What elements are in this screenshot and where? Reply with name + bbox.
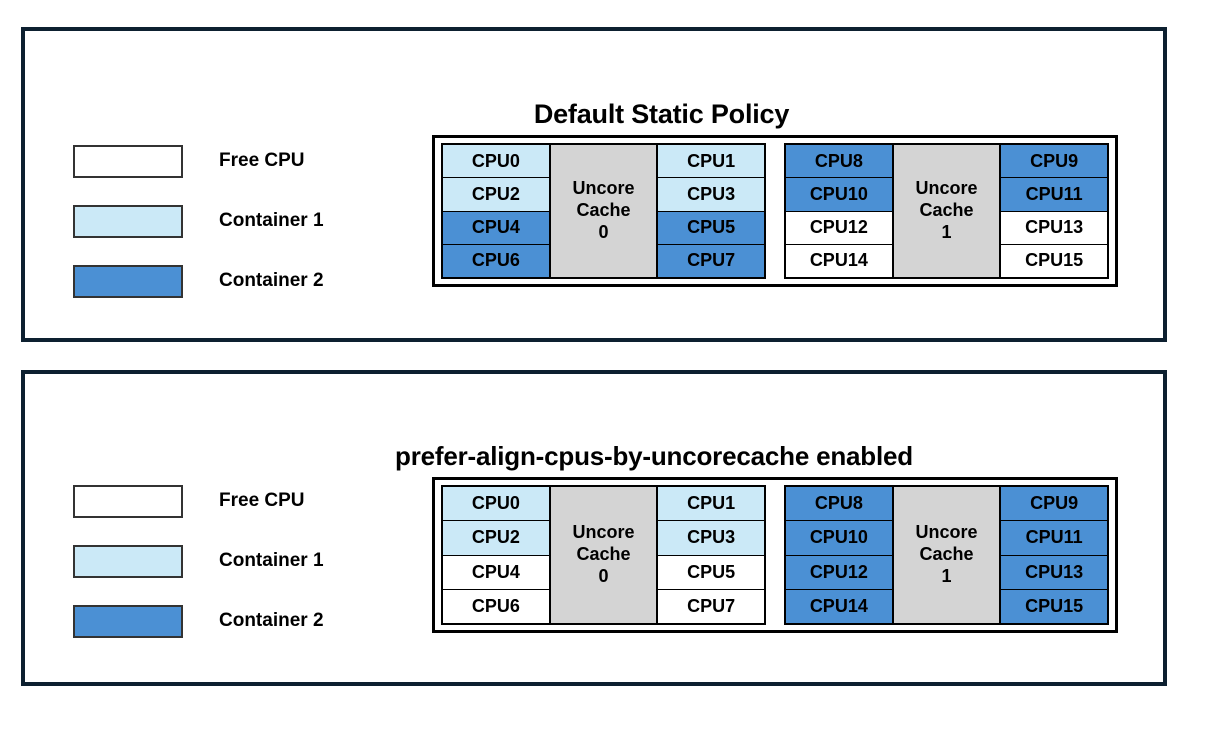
cpu-cell: CPU4: [443, 555, 549, 590]
uncore-cache-label: 1: [941, 565, 952, 586]
cpu-cell: CPU5: [658, 555, 765, 590]
cpu-cell: CPU1: [658, 145, 765, 179]
cpu-cell: CPU6: [443, 589, 549, 623]
legend-label-container-2: Container 2: [219, 270, 324, 291]
cpu-cell: CPU15: [1001, 589, 1108, 623]
legend: Free CPU Container 1 Container 2: [73, 131, 324, 311]
uncore-cache-label: Cache: [919, 200, 974, 221]
uncore-cache-label: Uncore: [915, 178, 978, 199]
uncore-cache-label: 1: [941, 221, 952, 242]
cpu-cell: CPU6: [443, 244, 549, 277]
legend-item: Container 2: [73, 251, 324, 311]
cpu-cell: CPU11: [1001, 521, 1108, 556]
cpu-cell: CPU8: [786, 487, 892, 522]
uncore-cache-label: Uncore: [572, 522, 635, 543]
cpu-cell: CPU4: [443, 211, 549, 245]
legend: Free CPU Container 1 Container 2: [73, 471, 324, 651]
uncore-cache-label: 0: [598, 565, 609, 586]
policy-panel-uncorecache: prefer-align-cpus-by-uncorecache enabled…: [21, 370, 1167, 686]
cpu-cell: CPU10: [786, 178, 892, 212]
uncore-cache-label: Cache: [576, 200, 631, 221]
legend-label-free-cpu: Free CPU: [219, 490, 305, 511]
cpu-cell: CPU3: [658, 178, 765, 212]
legend-label-container-1: Container 1: [219, 210, 324, 231]
legend-label-free-cpu: Free CPU: [219, 150, 305, 171]
policy-panel-default: Default Static Policy Free CPU Container…: [21, 27, 1167, 342]
page-title: prefer-align-cpus-by-uncorecache enabled: [395, 440, 913, 471]
cpu-cell: CPU13: [1001, 211, 1108, 245]
legend-label-container-2: Container 2: [219, 610, 324, 631]
uncore-cache-label: Cache: [919, 544, 974, 565]
uncore-cache-label: Uncore: [915, 522, 978, 543]
legend-swatch-container-1: [73, 204, 183, 238]
cpu-cell: CPU12: [786, 555, 892, 590]
uncore-cache-label: Cache: [576, 544, 631, 565]
cpu-cell: CPU2: [443, 521, 549, 556]
cpu-cell: CPU9: [1001, 145, 1108, 179]
legend-swatch-free-cpu: [73, 484, 183, 518]
uncore-cache-label: Uncore: [572, 178, 635, 199]
page-title: Default Static Policy: [533, 99, 790, 130]
cpu-cell: CPU15: [1001, 244, 1108, 277]
socket-gap: [766, 143, 784, 279]
cpu-cell: CPU0: [443, 487, 549, 522]
cpu-cell: CPU11: [1001, 178, 1108, 212]
legend-swatch-container-2: [73, 604, 183, 638]
cpu-cell: CPU7: [658, 589, 765, 623]
cpu-cell: CPU13: [1001, 555, 1108, 590]
legend-label-container-1: Container 1: [219, 550, 324, 571]
cpu-cell: CPU3: [658, 521, 765, 556]
legend-item: Free CPU: [73, 471, 324, 531]
cpu-cell: CPU12: [786, 211, 892, 245]
uncore-cache-label: 0: [598, 221, 609, 242]
cpu-cell: CPU5: [658, 211, 765, 245]
socket-gap: [766, 485, 784, 625]
legend-swatch-container-2: [73, 264, 183, 298]
cpu-cell: CPU7: [658, 244, 765, 277]
cpu-cell: CPU10: [786, 521, 892, 556]
cpu-cell: CPU14: [786, 589, 892, 623]
cpu-cell: CPU8: [786, 145, 892, 179]
legend-item: Free CPU: [73, 131, 324, 191]
legend-item: Container 1: [73, 531, 324, 591]
legend-item: Container 2: [73, 591, 324, 651]
cpu-cell: CPU9: [1001, 487, 1108, 522]
legend-swatch-container-1: [73, 544, 183, 578]
legend-swatch-free-cpu: [73, 144, 183, 178]
cpu-cell: CPU0: [443, 145, 549, 179]
cpu-cell: CPU2: [443, 178, 549, 212]
legend-item: Container 1: [73, 191, 324, 251]
cpu-cell: CPU14: [786, 244, 892, 277]
cpu-cell: CPU1: [658, 487, 765, 522]
